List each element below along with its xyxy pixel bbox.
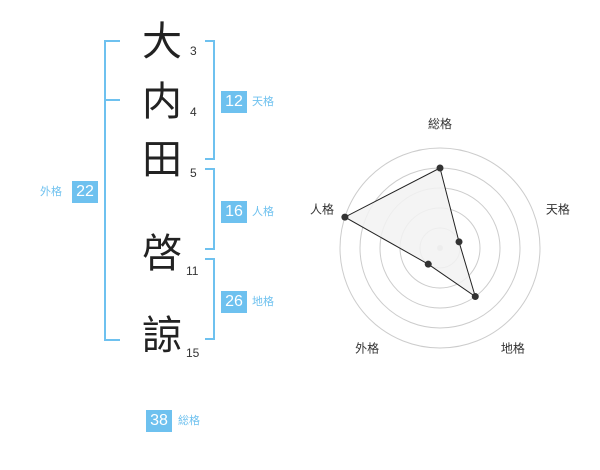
radar-point-4 bbox=[424, 260, 432, 268]
radar-polygon bbox=[343, 167, 477, 298]
soukaku-label: 総格 bbox=[178, 414, 200, 427]
jinkaku-bracket-top bbox=[205, 168, 215, 170]
jinkaku-bracket-bottom bbox=[205, 248, 215, 250]
radar-ring-4 bbox=[359, 167, 521, 329]
gaikaku-value-box: 22 bbox=[72, 181, 98, 203]
radar-axis-label-2: 天格 bbox=[546, 202, 570, 217]
tenkaku-bracket-bottom bbox=[205, 158, 215, 160]
radar-point-3 bbox=[471, 293, 479, 301]
radar-ring-1 bbox=[419, 227, 461, 269]
gaikaku-bracket-bottom bbox=[104, 339, 120, 341]
chikaku-bracket-bottom bbox=[205, 338, 215, 340]
tenkaku-bracket-vertical bbox=[213, 40, 215, 160]
name-char-3: 田 bbox=[142, 137, 182, 183]
radar-axis-label-4: 外格 bbox=[355, 340, 379, 355]
tenkaku-bracket-top bbox=[205, 40, 215, 42]
stroke-count-2: 4 bbox=[190, 105, 197, 119]
gaikaku-bracket-mid bbox=[104, 99, 120, 101]
radar-axis-label-1: 総格 bbox=[428, 116, 452, 131]
soukaku-value-box: 38 bbox=[146, 410, 172, 432]
name-char-4: 啓 bbox=[142, 231, 182, 277]
radar-center bbox=[437, 245, 443, 251]
radar-axis-label-3: 地格 bbox=[501, 340, 525, 355]
jinkaku-value-box: 16 bbox=[221, 201, 247, 223]
radar-ring-5 bbox=[339, 147, 541, 349]
chikaku-label: 地格 bbox=[252, 295, 274, 308]
stroke-count-5: 15 bbox=[186, 346, 200, 360]
jinkaku-bracket-vertical bbox=[213, 168, 215, 250]
radar-point-1 bbox=[436, 164, 444, 172]
stroke-count-4: 11 bbox=[186, 264, 199, 278]
name-char-1: 大 bbox=[142, 19, 182, 65]
gaikaku-bracket-vertical bbox=[104, 40, 106, 341]
stroke-count-3: 5 bbox=[190, 166, 197, 180]
name-char-5: 諒 bbox=[142, 313, 182, 359]
radar-axis-label-5: 人格 bbox=[310, 202, 334, 217]
radar-point-2 bbox=[455, 238, 463, 246]
stroke-count-1: 3 bbox=[190, 44, 197, 58]
tenkaku-label: 天格 bbox=[252, 95, 274, 108]
radar-point-5 bbox=[341, 213, 349, 221]
chikaku-value-box: 26 bbox=[221, 291, 247, 313]
radar-ring-3 bbox=[379, 187, 501, 309]
chikaku-bracket-top bbox=[205, 258, 215, 260]
gaikaku-bracket-top bbox=[104, 40, 120, 42]
gaikaku-label: 外格 bbox=[40, 185, 62, 198]
chikaku-bracket-vertical bbox=[213, 258, 215, 340]
name-char-2: 内 bbox=[142, 79, 182, 125]
tenkaku-value-box: 12 bbox=[221, 91, 247, 113]
jinkaku-label: 人格 bbox=[252, 205, 274, 218]
radar-ring-2 bbox=[399, 207, 481, 289]
